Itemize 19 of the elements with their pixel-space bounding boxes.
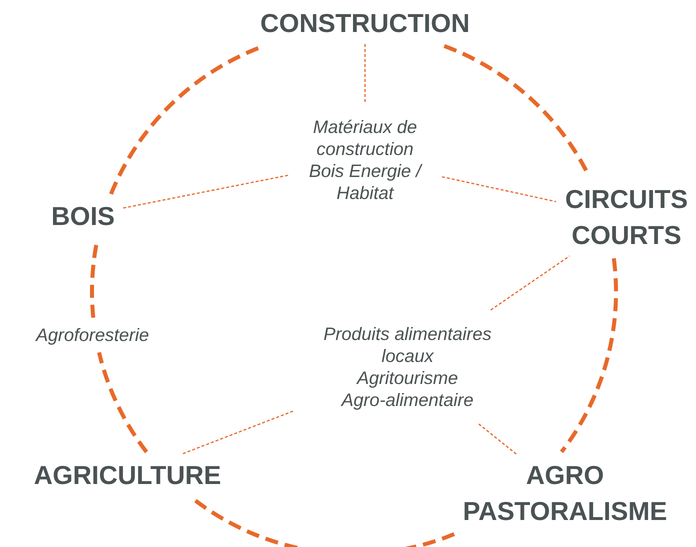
- dotted-connector: [122, 174, 288, 209]
- activity-text: Agro-alimentaire: [341, 389, 474, 411]
- dotted-connector: [442, 176, 556, 202]
- dotted-connector: [490, 256, 570, 310]
- circle-arc: [97, 352, 148, 454]
- dotted-connector: [478, 424, 517, 454]
- sector-heading: AGRICULTURE: [34, 459, 222, 492]
- sector-heading: AGRO PASTORALISME: [462, 459, 668, 528]
- activity-text: Produits alimentaires locaux: [322, 323, 493, 367]
- sector-heading: BOIS: [51, 200, 115, 233]
- sector-heading: CONSTRUCTION: [260, 7, 470, 40]
- activity-text: Bois Energie / Habitat: [308, 160, 424, 204]
- dotted-connector: [364, 44, 366, 104]
- dotted-connector: [182, 410, 294, 455]
- activity-text: Agroforesterie: [36, 324, 150, 346]
- activity-text: Matériaux de construction: [312, 116, 418, 160]
- sector-heading: CIRCUITS COURTS: [564, 183, 689, 252]
- activity-text: Agritourisme: [356, 367, 458, 389]
- circle-arc: [560, 258, 618, 454]
